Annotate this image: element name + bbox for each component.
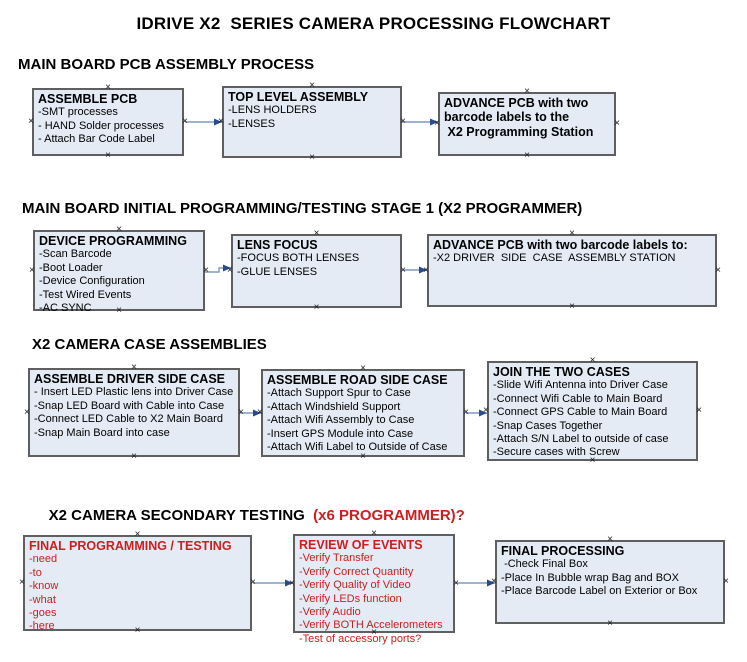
flow-box-assemble-driver-side-case: ASSEMBLE DRIVER SIDE CASE - Insert LED P… [24,363,244,462]
box-items: -X2 DRIVER SIDE CASE ASSEMBLY STATION [433,252,713,265]
box-title: ASSEMBLE PCB [38,92,138,106]
box-item: -Snap Main Board into case [34,426,170,439]
box-title: ASSEMBLE DRIVER SIDE CASE [34,372,226,386]
flow-box-advance-pcb-programming-station: ADVANCE PCB with two barcode labels to t… [434,87,620,161]
flow-box-final-programming-testing: FINAL PROGRAMMING / TESTING -need-to-kno… [19,530,256,636]
box-title: ADVANCE PCB with two barcode labels to: [433,238,688,252]
box-item: - Attach Bar Code Label [38,133,155,146]
box-item: -Verify LEDs function [299,592,402,605]
box-title: LENS FOCUS [237,238,318,252]
box-item: -Attach Support Spur to Case [267,387,411,400]
flow-box-final-processing: FINAL PROCESSING -Check Final Box-Place … [491,535,729,629]
box-title: FINAL PROGRAMMING / TESTING [29,539,232,553]
box-item: -Verify Audio [299,606,361,618]
box-item: -Verify Transfer [299,552,374,565]
box-item: -Test of accessory ports? [299,632,422,645]
box-title: ADVANCE PCB with two barcode labels to t… [444,96,594,139]
box-item: -Attach Wifi Label to Outside of Case [267,441,448,453]
box-item: -Place In Bubble wrap Bag and BOX [501,571,679,584]
section-heading-case-assemblies: X2 CAMERA CASE ASSEMBLIES [32,336,267,353]
box-item: -goes [29,607,57,619]
box-item: -FOCUS BOTH LENSES [237,252,360,265]
box-item: -Snap LED Board with Cable into Case [34,399,225,412]
box-items: -Verify Transfer-Verify Correct Quantity… [299,552,451,646]
box-items: -FOCUS BOTH LENSES-GLUE LENSES [237,252,398,279]
box-item: -here [29,620,55,633]
page-title: IDRIVE X2 SERIES CAMERA PROCESSING FLOWC… [136,14,611,33]
box-items: -SMT processes- HAND Solder processes- A… [38,106,180,146]
box-title: REVIEW OF EVENTS [299,538,423,552]
box-title: JOIN THE TWO CASES [493,365,630,379]
box-item: -Connect GPS Cable to Main Board [493,406,668,419]
box-item: -Boot Loader [39,261,103,274]
box-item: -Scan Barcode [39,248,112,261]
flow-box-lens-focus: LENS FOCUS -FOCUS BOTH LENSES-GLUE LENSE… [227,229,406,313]
box-items: -Slide Wifi Antenna into Driver Case-Con… [493,379,694,459]
box-items: -Check Final Box-Place In Bubble wrap Ba… [501,558,721,598]
box-item: - HAND Solder processes [38,119,164,132]
flow-box-assemble-pcb: ASSEMBLE PCB -SMT processes- HAND Solder… [28,83,188,161]
flow-box-top-level-assembly: TOP LEVEL ASSEMBLY -LENS HOLDERS-LENSES … [218,81,406,163]
box-item: -Secure cases with Screw [493,446,620,459]
flow-box-join-the-two-cases: JOIN THE TWO CASES -Slide Wifi Antenna i… [483,356,702,466]
box-item: -GLUE LENSES [237,265,318,278]
box-item: -Verify Correct Quantity [299,565,414,578]
box-item: -Place Barcode Label on Exterior or Box [501,585,698,598]
box-item: -Device Configuration [39,275,145,288]
section-heading-initial-programming: MAIN BOARD INITIAL PROGRAMMING/TESTING S… [22,200,583,217]
flow-box-review-of-events: REVIEW OF EVENTS -Verify Transfer-Verify… [289,529,459,645]
box-item: -Verify Quality of Video [299,579,411,592]
box-item: -know [29,580,59,593]
section-heading-red-part: (x6 PROGRAMMER)? [308,507,465,524]
flow-box-advance-pcb-driver-side-station: ADVANCE PCB with two barcode labels to: … [423,229,721,312]
box-item: -Attach S/N Label to outside of case [493,433,669,445]
box-title: ASSEMBLE ROAD SIDE CASE [267,373,448,387]
box-item: -LENS HOLDERS [228,104,317,117]
box-items: -need-to-know-what-goes-here [29,553,248,633]
box-items: - Insert LED Plastic lens into Driver Ca… [34,386,236,440]
box-items: -Attach Support Spur to Case-Attach Wind… [267,387,461,454]
box-item: -AC SYNC [39,302,92,314]
box-item: -what [29,593,56,606]
box-item: -Insert GPS Module into Case [267,427,414,440]
box-item: -Check Final Box [501,558,588,571]
section-heading-black-part: X2 CAMERA SECONDARY TESTING [48,507,309,524]
section-heading-secondary-testing: X2 CAMERA SECONDARY TESTING (x6 PROGRAMM… [32,490,465,541]
box-item: -need [29,553,58,566]
box-item: -X2 DRIVER SIDE CASE ASSEMBLY STATION [433,252,676,265]
box-item: -Test Wired Events [39,288,132,301]
box-item: -Snap Cases Together [493,419,603,432]
section-heading-pcb-assembly: MAIN BOARD PCB ASSEMBLY PROCESS [18,56,315,73]
box-item: -Verify BOTH Accelerometers [299,619,443,632]
flow-box-assemble-road-side-case: ASSEMBLE ROAD SIDE CASE -Attach Support … [257,364,469,462]
box-title: TOP LEVEL ASSEMBLY [228,90,369,104]
box-title: FINAL PROCESSING [501,544,625,558]
box-title: DEVICE PROGRAMMING [39,234,187,248]
box-item: -to [29,566,42,579]
box-item: -Attach Windshield Support [267,400,401,413]
box-item: -SMT processes [38,106,118,119]
box-items: -LENS HOLDERS-LENSES [228,104,398,131]
box-item: -Attach Wifi Assembly to Case [267,414,415,427]
box-item: -Slide Wifi Antenna into Driver Case [493,379,668,392]
box-item: - Insert LED Plastic lens into Driver Ca… [34,386,234,399]
box-item: -LENSES [228,117,276,130]
box-items: -Scan Barcode-Boot Loader-Device Configu… [39,248,201,315]
box-item: -Connect Wifi Cable to Main Board [493,392,663,405]
box-item: -Connect LED Cable to X2 Main Board [34,413,223,426]
connector-arrow [205,264,231,273]
flow-box-device-programming: DEVICE PROGRAMMING -Scan Barcode-Boot Lo… [29,225,209,316]
